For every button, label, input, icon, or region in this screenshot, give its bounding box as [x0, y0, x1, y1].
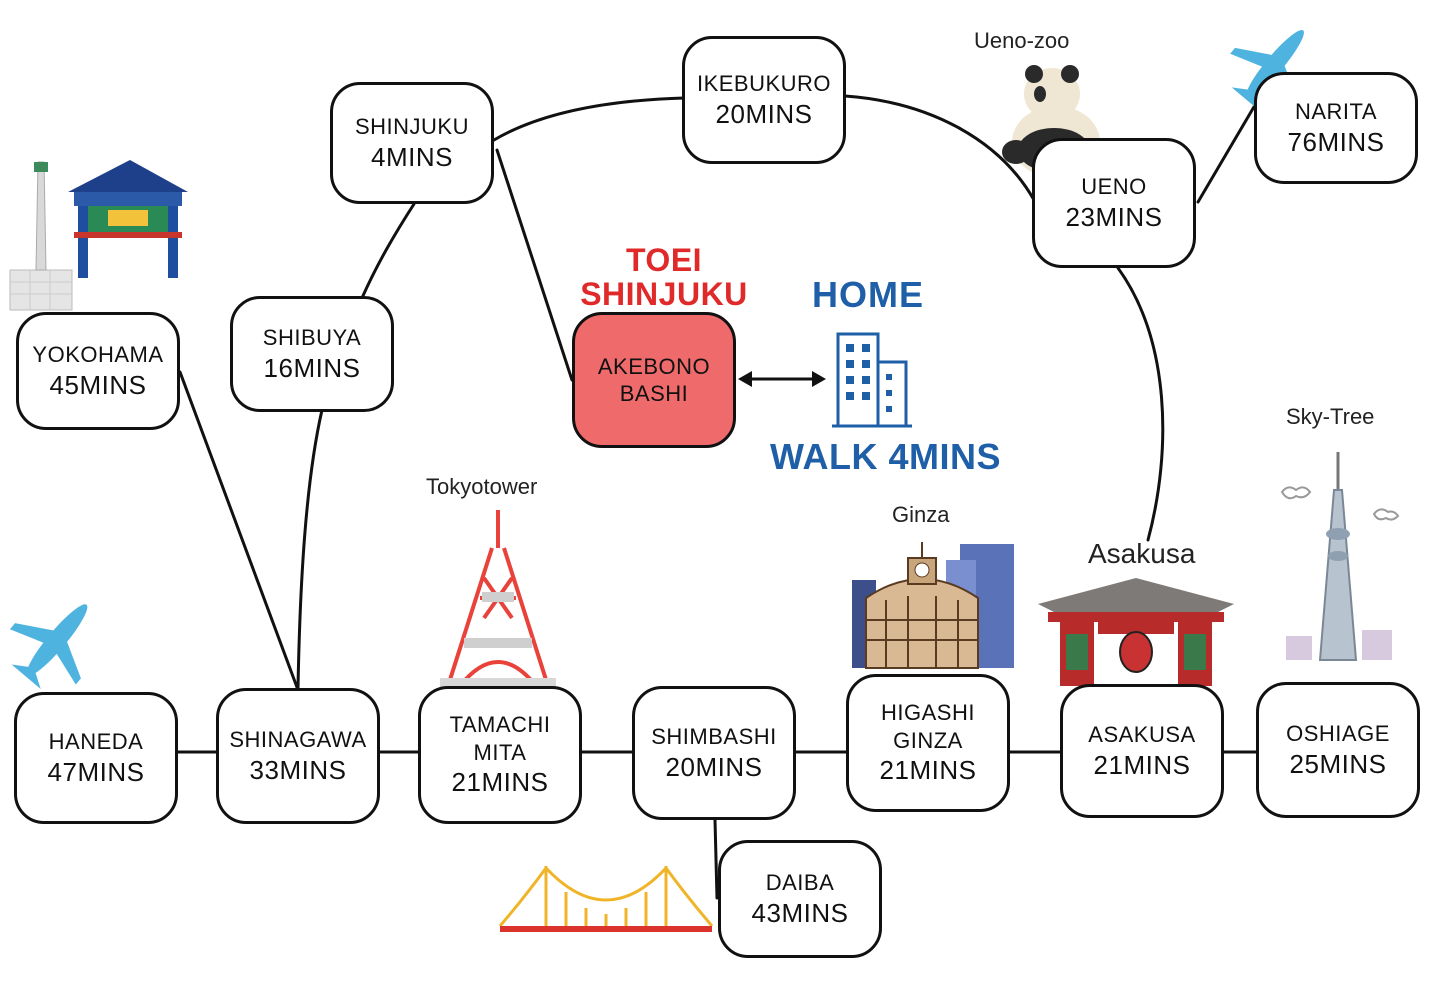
station-time: 76MINS: [1287, 126, 1385, 157]
line-shinjuku-ikebukuro: [492, 96, 686, 142]
station-ueno[interactable]: UENO 23MINS: [1032, 138, 1196, 268]
station-time: 20MINS: [715, 98, 813, 129]
line-ueno-narita: [1196, 98, 1260, 204]
station-shinagawa[interactable]: SHINAGAWA 33MINS: [216, 688, 380, 824]
line-title-line1: TOEI SHINJUKU: [580, 242, 748, 312]
bridge-icon: [498, 865, 714, 932]
station-name: SHIBUYA: [262, 325, 362, 350]
station-name: OSHIAGE: [1286, 721, 1390, 746]
plane-icon: [9, 604, 88, 689]
line-ueno-asakusa: [1116, 266, 1165, 542]
line-shibuya-shinjuku: [360, 202, 416, 300]
ginza-building-icon: [852, 542, 1014, 669]
station-name-line1: AKEBONO: [597, 353, 711, 379]
station-name: IKEBUKURO: [696, 71, 832, 96]
label-tokyo-tower: Tokyotower: [426, 474, 538, 499]
line-shinagawa-shibuya: [296, 408, 324, 690]
station-time: 45MINS: [49, 369, 147, 400]
station-name: SHIMBASHI: [651, 724, 777, 749]
station-shibuya[interactable]: SHIBUYA 16MINS: [230, 296, 394, 412]
chinatown-gate-icon: [9, 160, 188, 311]
station-time: 33MINS: [249, 754, 347, 785]
station-name-line2: BASHI: [619, 381, 689, 406]
station-haneda[interactable]: HANEDA 47MINS: [14, 692, 178, 824]
station-name: SHINJUKU: [354, 114, 469, 139]
station-time: 43MINS: [751, 897, 849, 928]
sky-tree-icon: [1280, 452, 1400, 661]
station-time: 4MINS: [371, 141, 453, 172]
label-ueno-zoo: Ueno-zoo: [974, 28, 1070, 53]
station-name: SHINAGAWA: [229, 727, 367, 752]
station-name-line2: GINZA: [893, 727, 963, 753]
station-name-line1: TAMACHI: [449, 712, 551, 738]
station-time: 21MINS: [879, 755, 977, 786]
station-name: HANEDA: [48, 729, 144, 754]
station-tamachi-mita[interactable]: TAMACHI MITA 21MINS: [418, 686, 582, 824]
home-title: HOME: [812, 274, 924, 315]
station-time: 20MINS: [665, 751, 763, 782]
building-icon: [832, 332, 912, 428]
gate-icon: [1038, 578, 1234, 686]
line-shimbashi-daiba: [713, 818, 719, 900]
walk-time: WALK 4MINS: [770, 436, 1002, 477]
station-shinjuku[interactable]: SHINJUKU 4MINS: [330, 82, 494, 204]
station-time: 21MINS: [1093, 749, 1191, 780]
station-time: 23MINS: [1065, 201, 1163, 232]
line-ikebukuro-ueno: [843, 94, 1036, 202]
station-time: 21MINS: [451, 767, 549, 798]
station-name: ASAKUSA: [1088, 722, 1196, 747]
plane-icon: [1230, 29, 1304, 111]
station-name-line2: MITA: [473, 739, 527, 765]
station-name: YOKOHAMA: [32, 342, 164, 367]
double-arrow-icon: [738, 371, 826, 387]
station-name: DAIBA: [765, 870, 835, 895]
tokyo-tower-icon: [440, 510, 556, 688]
station-name: UENO: [1081, 174, 1147, 199]
station-shimbashi[interactable]: SHIMBASHI 20MINS: [632, 686, 796, 820]
station-daiba[interactable]: DAIBA 43MINS: [718, 840, 882, 958]
station-akebonobashi[interactable]: AKEBONO BASHI: [572, 312, 736, 448]
station-asakusa[interactable]: ASAKUSA 21MINS: [1060, 684, 1224, 818]
line-yokohama-shinagawa: [178, 370, 300, 692]
station-time: 25MINS: [1289, 748, 1387, 779]
label-sky-tree: Sky-Tree: [1286, 404, 1375, 429]
station-time: 47MINS: [47, 756, 145, 787]
station-time: 16MINS: [263, 352, 361, 383]
station-narita[interactable]: NARITA 76MINS: [1254, 72, 1418, 184]
station-name: NARITA: [1294, 99, 1378, 124]
label-ginza: Ginza: [892, 502, 950, 527]
station-ikebukuro[interactable]: IKEBUKURO 20MINS: [682, 36, 846, 164]
station-name-line1: HIGASHI: [881, 700, 975, 726]
label-asakusa: Asakusa: [1088, 538, 1196, 569]
station-higashi-ginza[interactable]: HIGASHI GINZA 21MINS: [846, 674, 1010, 812]
station-yokohama[interactable]: YOKOHAMA 45MINS: [16, 312, 180, 430]
station-oshiage[interactable]: OSHIAGE 25MINS: [1256, 682, 1420, 818]
line-shinjuku-akebonobashi: [495, 148, 574, 382]
